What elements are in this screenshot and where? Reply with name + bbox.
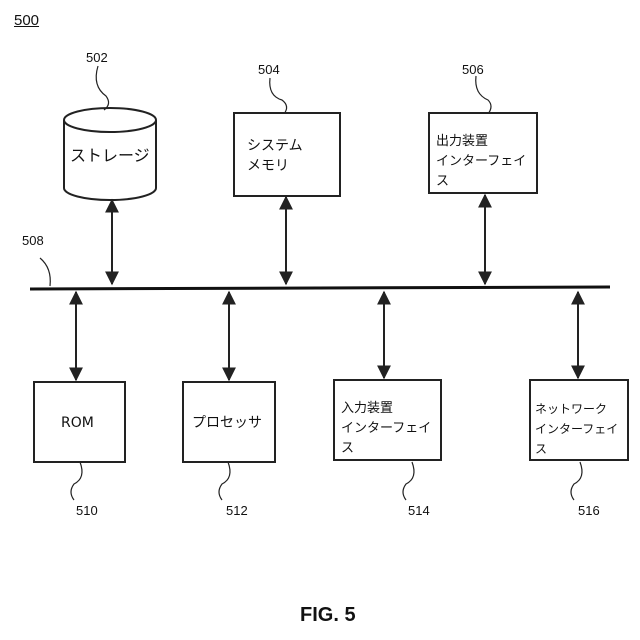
storage-label: ストレージ — [70, 146, 150, 166]
ref-514: 514 — [408, 503, 430, 518]
figure-caption: FIG. 5 — [300, 604, 356, 627]
rom-label: ROM — [61, 413, 94, 433]
system-bus — [30, 287, 610, 289]
ref-516: 516 — [578, 503, 600, 518]
ref-506: 506 — [462, 62, 484, 77]
ref-510: 510 — [76, 503, 98, 518]
leader-502 — [96, 66, 108, 110]
system-memory-box: システム メモリ — [233, 112, 341, 197]
ref-504: 504 — [258, 62, 280, 77]
leader-514 — [403, 462, 414, 500]
output-interface-box: 出力装置 インターフェイス — [428, 112, 538, 194]
ref-508: 508 — [22, 233, 44, 248]
ref-502: 502 — [86, 50, 108, 65]
ref-512: 512 — [226, 503, 248, 518]
output-interface-label: 出力装置 インターフェイス — [436, 132, 536, 192]
network-interface-label: ネットワーク インターフェイス — [535, 399, 627, 459]
input-interface-label: 入力装置 インターフェイス — [341, 399, 440, 459]
leader-512 — [219, 462, 230, 500]
leader-504 — [270, 78, 287, 114]
processor-label: プロセッサ — [192, 413, 262, 433]
rom-box: ROM — [33, 381, 126, 463]
processor-box: プロセッサ — [182, 381, 276, 463]
network-interface-box: ネットワーク インターフェイス — [529, 379, 629, 461]
input-interface-box: 入力装置 インターフェイス — [333, 379, 442, 461]
bus-leader-line — [40, 258, 50, 286]
system-memory-label: システム メモリ — [247, 136, 303, 176]
leader-510 — [71, 462, 82, 500]
leader-516 — [571, 462, 582, 500]
leader-506 — [476, 76, 491, 114]
